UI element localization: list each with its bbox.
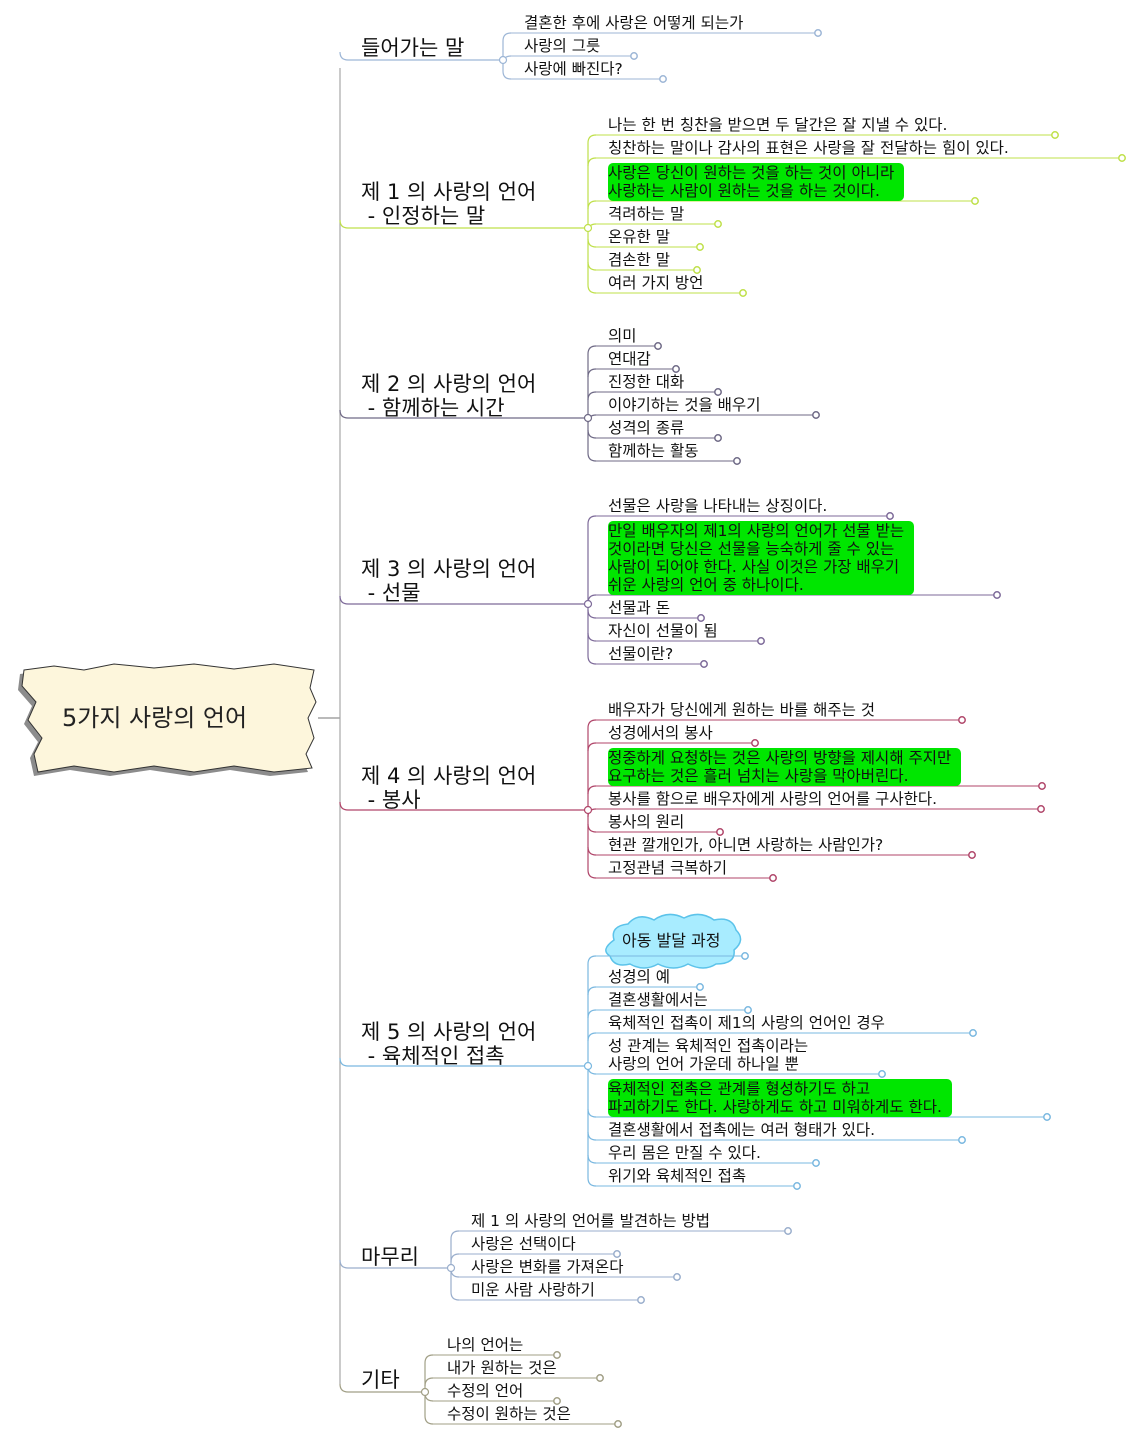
subtopic[interactable]: 격려하는 말 [608, 205, 685, 223]
branch-label-line: 제 2 의 사랑의 언어 [361, 372, 537, 396]
subtopic[interactable]: 이야기하는 것을 배우기 [608, 396, 761, 414]
subtopic[interactable]: 위기와 육체적인 접촉 [608, 1167, 747, 1185]
subtopic[interactable]: 사랑의 그릇 [524, 37, 601, 55]
subtopic[interactable]: 육체적인 접촉이 제1의 사랑의 언어인 경우 [608, 1014, 885, 1032]
subtopic[interactable]: 성경에서의 봉사 [608, 724, 713, 742]
subtopic[interactable]: 수정의 언어 [447, 1382, 524, 1400]
branch-label-line: 제 3 의 사랑의 언어 [361, 557, 537, 581]
subtopic[interactable]: 자신이 선물이 됨 [608, 622, 718, 640]
branch-label-line: - 함께하는 시간 [361, 396, 505, 420]
branch-label-line: 제 1 의 사랑의 언어 [361, 180, 537, 204]
subtopic[interactable]: 현관 깔개인가, 아니면 사랑하는 사람인가? [608, 836, 884, 854]
branch-lang3[interactable]: 제 3 의 사랑의 언어 - 선물 [361, 557, 536, 605]
subtopic[interactable]: 결혼생활에서 접촉에는 여러 형태가 있다. [608, 1121, 876, 1139]
branch-label-line: 기타 [361, 1368, 400, 1392]
subtopic[interactable]: 결혼생활에서는 [608, 991, 708, 1009]
subtopic[interactable]: 온유한 말 [608, 228, 670, 246]
subtopic[interactable]: 고정관념 극복하기 [608, 859, 728, 877]
branch-etc[interactable]: 기타 [361, 1368, 400, 1392]
branch-label-line: 제 4 의 사랑의 언어 [361, 764, 537, 788]
subtopic[interactable]: 진정한 대화 [608, 373, 685, 391]
branch-lang4[interactable]: 제 4 의 사랑의 언어 - 봉사 [361, 764, 536, 812]
subtopic[interactable]: 나는 한 번 칭찬을 받으면 두 달간은 잘 지낼 수 있다. [608, 116, 948, 134]
subtopic[interactable]: 성경의 예 [608, 968, 670, 986]
branch-label-line: 들어가는 말 [361, 36, 465, 60]
subtopic[interactable]: 배우자가 당신에게 원하는 바를 해주는 것 [608, 701, 876, 719]
subtopic[interactable]: 함께하는 활동 [608, 442, 699, 460]
highlighted-topic[interactable]: 정중하게 요청하는 것은 사랑의 방향을 제시해 주지만 요구하는 것은 흘러 … [608, 748, 962, 786]
branch-lang2[interactable]: 제 2 의 사랑의 언어 - 함께하는 시간 [361, 372, 536, 420]
highlighted-topic[interactable]: 육체적인 접촉은 관계를 형성하기도 하고 파괴하기도 한다. 사랑하게도 하고… [608, 1079, 952, 1117]
subtopic[interactable]: 미운 사람 사랑하기 [471, 1281, 595, 1299]
cloud-topic[interactable]: 아동 발달 과정 [622, 931, 721, 950]
branch-label-line: - 육체적인 접촉 [361, 1044, 505, 1068]
subtopic[interactable]: 여러 가지 방언 [608, 274, 704, 292]
subtopic[interactable]: 선물과 돈 [608, 599, 670, 617]
subtopic[interactable]: 봉사의 원리 [608, 813, 685, 831]
subtopic[interactable]: 연대감 [608, 350, 651, 368]
subtopic[interactable]: 성격의 종류 [608, 419, 685, 437]
branch-label-line: - 선물 [361, 581, 421, 605]
subtopic[interactable]: 수정이 원하는 것은 [447, 1405, 571, 1423]
highlighted-topic[interactable]: 만일 배우자의 제1의 사랑의 언어가 선물 받는 것이라면 당신은 선물을 능… [608, 521, 915, 595]
subtopic[interactable]: 내가 원하는 것은 [447, 1359, 557, 1377]
root-label[interactable]: 5가지 사랑의 언어 [62, 704, 248, 732]
highlighted-topic[interactable]: 사랑은 당신이 원하는 것을 하는 것이 아니라 사랑하는 사람이 원하는 것을… [608, 163, 905, 201]
branch-label-line: 마무리 [361, 1245, 419, 1269]
subtopic[interactable]: 선물이란? [608, 645, 674, 663]
subtopic[interactable]: 성 관계는 육체적인 접촉이라는 사랑의 언어 가운데 하나일 뿐 [608, 1037, 809, 1073]
branch-lang1[interactable]: 제 1 의 사랑의 언어 - 인정하는 말 [361, 180, 536, 228]
subtopic[interactable]: 봉사를 함으로 배우자에게 사랑의 언어를 구사한다. [608, 790, 938, 808]
subtopic[interactable]: 겸손한 말 [608, 251, 670, 269]
branch-label-line: 제 5 의 사랑의 언어 [361, 1020, 537, 1044]
subtopic[interactable]: 제 1 의 사랑의 언어를 발견하는 방법 [471, 1212, 711, 1230]
subtopic[interactable]: 사랑은 선택이다 [471, 1235, 576, 1253]
subtopic[interactable]: 우리 몸은 만질 수 있다. [608, 1144, 761, 1162]
subtopic[interactable]: 선물은 사랑을 나타내는 상징이다. [608, 497, 828, 515]
branch-intro[interactable]: 들어가는 말 [361, 36, 464, 60]
subtopic[interactable]: 나의 언어는 [447, 1336, 524, 1354]
subtopic[interactable]: 사랑은 변화를 가져온다 [471, 1258, 624, 1276]
branch-label-line: - 인정하는 말 [361, 204, 486, 228]
subtopic[interactable]: 칭찬하는 말이나 감사의 표현은 사랑을 잘 전달하는 힘이 있다. [608, 139, 1009, 157]
root-torn-paper [21, 663, 317, 773]
subtopic[interactable]: 결혼한 후에 사랑은 어떻게 되는가 [524, 14, 744, 32]
branch-closing[interactable]: 마무리 [361, 1245, 419, 1269]
branch-lang5[interactable]: 제 5 의 사랑의 언어 - 육체적인 접촉 [361, 1020, 536, 1068]
branch-label-line: - 봉사 [361, 788, 421, 812]
root-node-shape[interactable] [14, 658, 324, 778]
subtopic[interactable]: 의미 [608, 327, 637, 345]
subtopic[interactable]: 사랑에 빠진다? [524, 60, 623, 78]
